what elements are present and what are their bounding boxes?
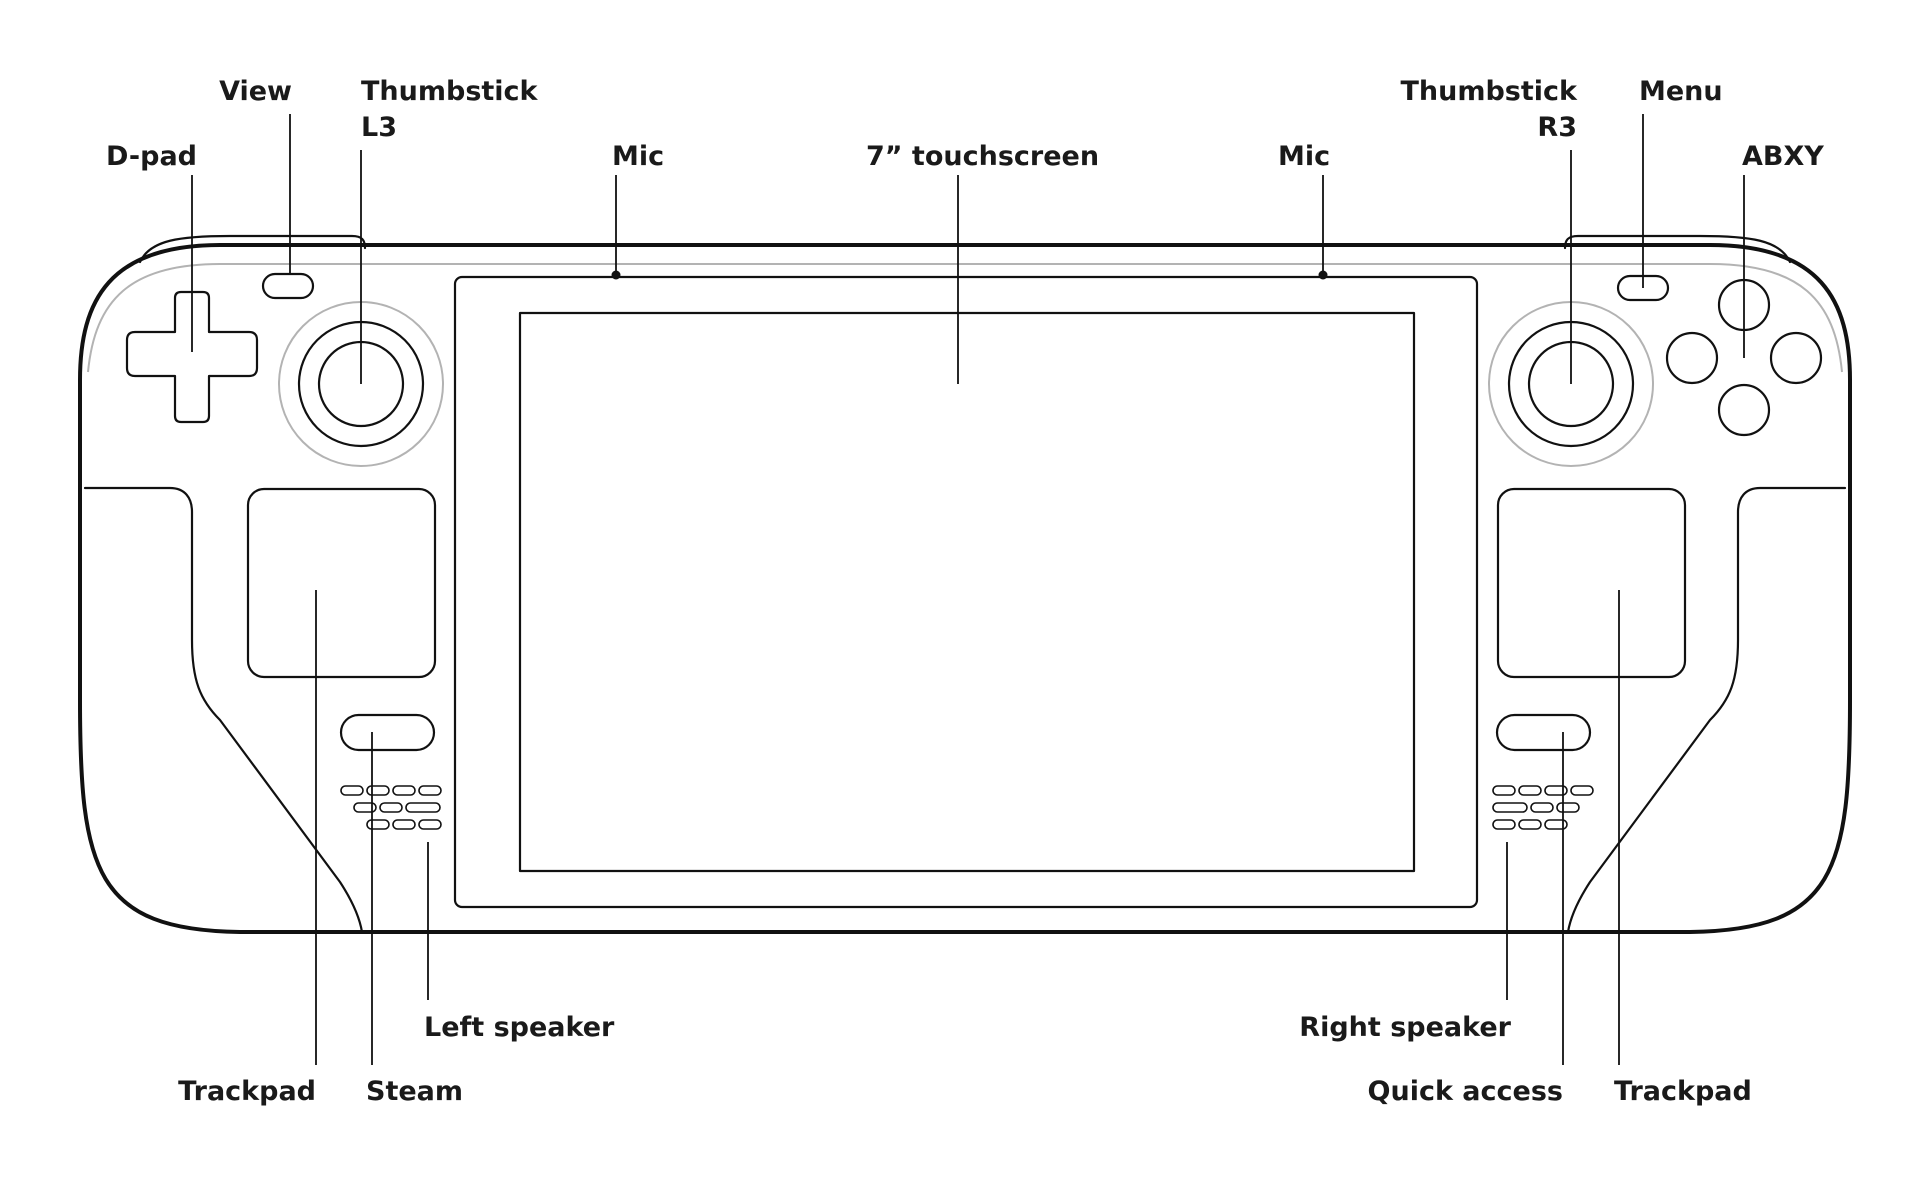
leader-lines: [191, 114, 1745, 1065]
top-contour-line: [87, 263, 1843, 373]
label-thumbstick-right-line1: Thumbstick: [1400, 76, 1578, 107]
label-view: View: [219, 76, 292, 107]
trackpad-right[interactable]: [1496, 487, 1687, 679]
right-grip-contour: [1566, 486, 1847, 934]
view-button[interactable]: [261, 272, 315, 300]
label-steam: Steam: [366, 1076, 463, 1107]
label-thumbstick-right-line2: R3: [1537, 112, 1577, 143]
label-left-speaker: Left speaker: [424, 1012, 615, 1043]
label-abxy: ABXY: [1742, 141, 1824, 172]
label-dpad: D-pad: [106, 141, 197, 172]
dpad[interactable]: [125, 290, 259, 424]
trackpad-left[interactable]: [246, 487, 437, 679]
screen-bezel: [453, 275, 1479, 909]
label-quick-access: Quick access: [1368, 1076, 1563, 1107]
label-touchscreen: 7” touchscreen: [866, 141, 1099, 172]
label-trackpad-left: Trackpad: [178, 1076, 316, 1107]
label-thumbstick-left-line1: Thumbstick: [361, 76, 539, 107]
right-speaker-grille: [1492, 785, 1594, 830]
touchscreen-display[interactable]: [518, 311, 1416, 873]
button-b[interactable]: [1769, 331, 1823, 385]
button-a[interactable]: [1717, 383, 1771, 437]
quick-access-button[interactable]: [1495, 713, 1592, 752]
button-x[interactable]: [1665, 331, 1719, 385]
steam-button[interactable]: [339, 713, 436, 752]
label-mic-left: Mic: [612, 141, 664, 172]
label-mic-right: Mic: [1278, 141, 1330, 172]
right-shoulder-bumper: [1563, 234, 1792, 264]
device-body: [78, 234, 1852, 934]
left-speaker-grille: [340, 785, 442, 830]
label-trackpad-right: Trackpad: [1614, 1076, 1752, 1107]
device-outline: [78, 243, 1852, 934]
right-controls: [1488, 274, 1823, 830]
label-right-speaker: Right speaker: [1299, 1012, 1511, 1043]
left-shoulder-bumper: [138, 234, 367, 264]
left-controls: [125, 272, 444, 830]
left-grip-contour: [83, 486, 364, 934]
screen-assembly: [453, 270, 1479, 909]
label-thumbstick-left-line2: L3: [361, 112, 397, 143]
label-menu: Menu: [1639, 76, 1723, 107]
labels: D-pad View Thumbstick L3 Mic 7” touchscr…: [106, 76, 1824, 1107]
